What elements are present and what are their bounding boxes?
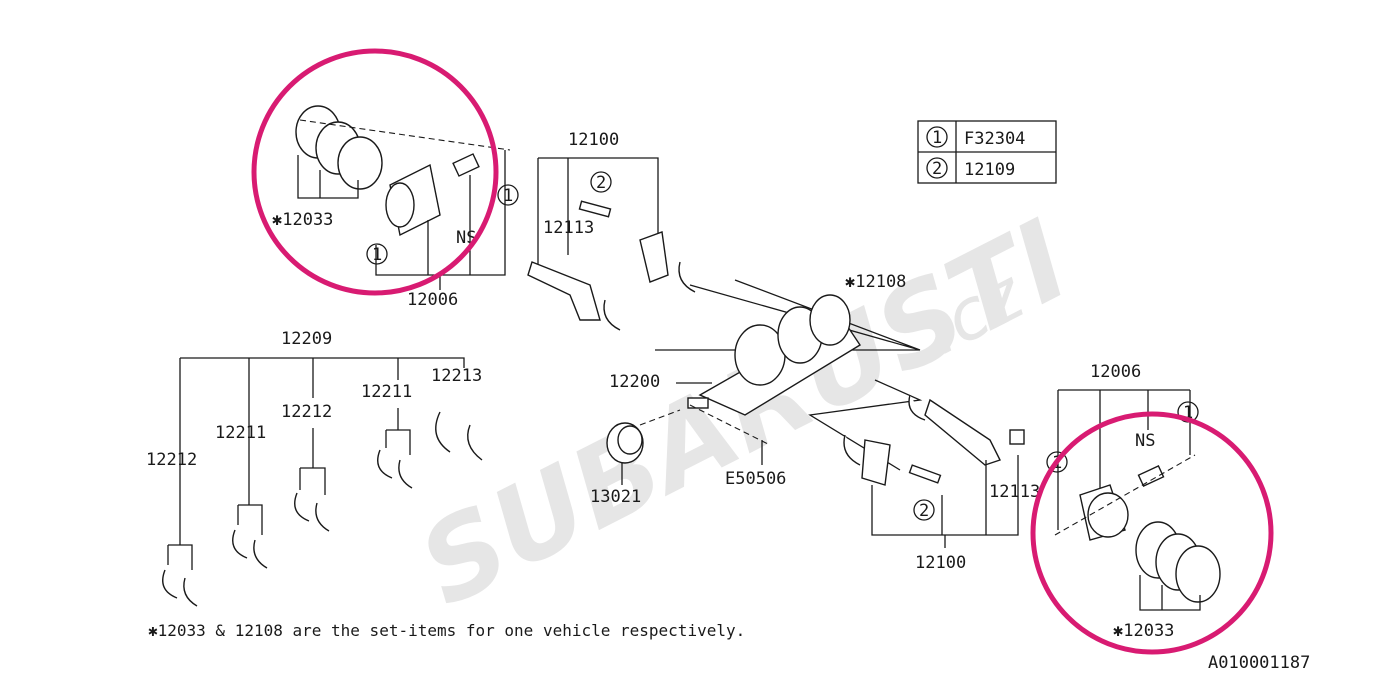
label-bearing-a[interactable]: 12212: [146, 450, 197, 470]
legend-part-1[interactable]: F32304: [964, 129, 1025, 149]
legend-key-1: 1: [932, 128, 942, 148]
label-rods-top[interactable]: 12100: [568, 130, 619, 150]
legend-part-2[interactable]: 12109: [964, 160, 1015, 180]
label-main-bearing-group[interactable]: 12209: [281, 329, 332, 349]
label-piston-left[interactable]: 12006: [407, 290, 458, 310]
label-bearing-e[interactable]: 12213: [431, 366, 482, 386]
label-bolt-top: 2: [596, 173, 606, 193]
diagram-id: A010001187: [1208, 653, 1310, 673]
highlight-circle-left: [251, 48, 499, 296]
label-sprocket[interactable]: 13021: [590, 487, 641, 507]
label-clip-left-b: 1: [503, 186, 513, 206]
legend-table: 1 2 F32304 12109: [917, 120, 1057, 184]
main-bearings[interactable]: [162, 357, 483, 607]
label-key[interactable]: E50506: [725, 469, 786, 489]
label-clip-left-a: 1: [372, 245, 382, 265]
label-nut-right[interactable]: 12113: [989, 482, 1040, 502]
label-bearing-d[interactable]: 12211: [361, 382, 412, 402]
label-bearing-set[interactable]: ✱12108: [845, 272, 906, 292]
label-bearing-c[interactable]: 12212: [281, 402, 332, 422]
piston-assembly-left[interactable]: [295, 105, 519, 290]
highlight-circle-right: [1030, 411, 1274, 655]
label-nut-top[interactable]: 12113: [543, 218, 594, 238]
piston-assembly-right[interactable]: [1046, 389, 1221, 611]
sprocket[interactable]: [606, 422, 644, 485]
crankshaft[interactable]: [639, 294, 861, 446]
set-items-note: ✱12033 & 12108 are the set-items for one…: [148, 621, 745, 640]
label-piston-right[interactable]: 12006: [1090, 362, 1141, 382]
label-pin-right[interactable]: NS: [1135, 431, 1155, 451]
label-rods-right[interactable]: 12100: [915, 553, 966, 573]
label-crankshaft[interactable]: 12200: [609, 372, 660, 392]
label-clip-right-a: 1: [1183, 403, 1193, 423]
label-bolt-right: 2: [919, 501, 929, 521]
legend-key-2: 2: [932, 159, 942, 179]
connecting-rod-top[interactable]: [527, 157, 921, 351]
label-rings-right[interactable]: ✱12033: [1113, 621, 1174, 641]
label-rings-left[interactable]: ✱12033: [272, 210, 333, 230]
connecting-rod-right[interactable]: [808, 379, 1025, 548]
label-bearing-b[interactable]: 12211: [215, 423, 266, 443]
